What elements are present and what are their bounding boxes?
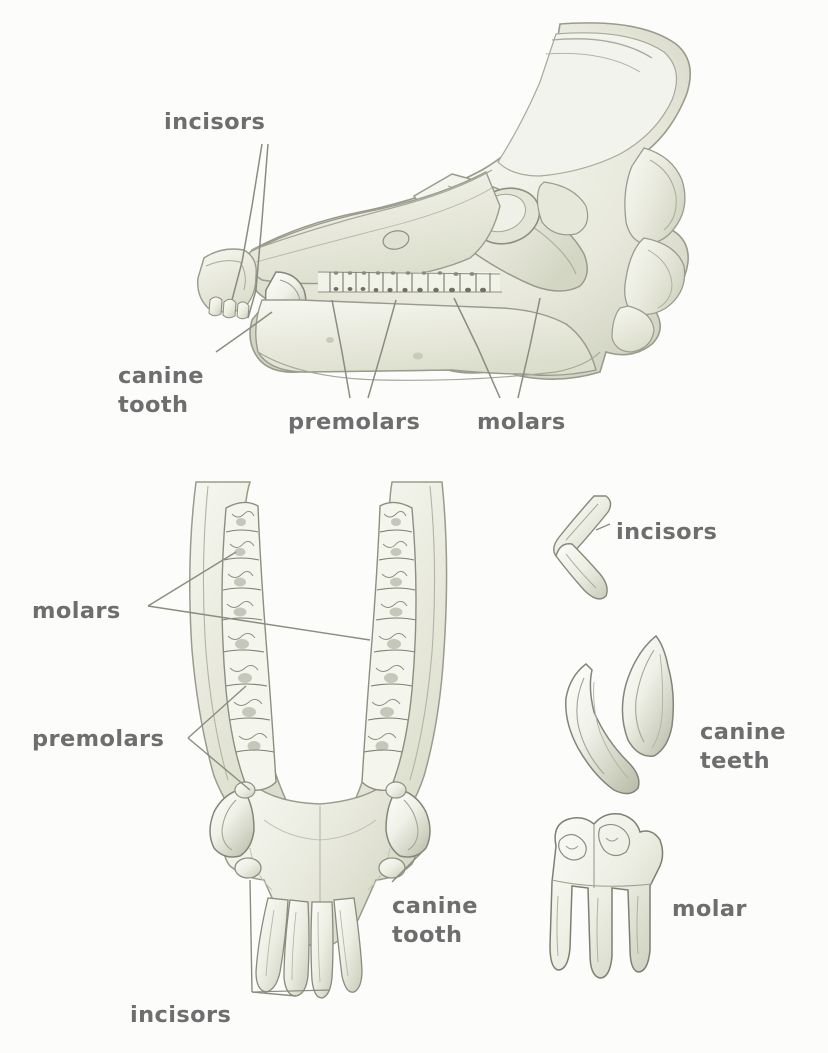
mandible-incisor-fan (255, 897, 363, 999)
isolated-canine-teeth (565, 634, 675, 795)
label-mandible-premolars: premolars (32, 726, 165, 752)
label-skull-incisors: incisors (164, 109, 266, 135)
jugular-process (611, 305, 655, 353)
skull-lateral-drawing (197, 22, 692, 399)
left-ramus-ridge (202, 485, 229, 781)
leader-mol-lower-a (147, 551, 237, 607)
leader-canine-tooth (215, 311, 273, 353)
label-mandible-canine-tooth: canine tooth (392, 893, 478, 949)
isolated-teeth-drawing (549, 495, 675, 979)
leader-pre-lower-b (187, 737, 251, 791)
mandible-right-tooth-row (361, 501, 417, 792)
label-isolated-incisors: incisors (616, 519, 718, 545)
right-alveolar-knob (378, 857, 406, 879)
upper-cheek-tooth-row (317, 271, 502, 293)
leader-premolars-b (367, 299, 397, 399)
isolated-incisors (553, 495, 612, 600)
occipital-process (624, 147, 686, 245)
mandible-left-canine (209, 789, 255, 858)
mental-foramen-1 (326, 337, 334, 343)
symphysis-curve (263, 819, 377, 841)
leader-inc-lower-c (251, 989, 331, 993)
isolated-molar (549, 812, 664, 979)
leader-canine-lower (391, 847, 427, 883)
mental-foramen-2 (413, 352, 423, 360)
leader-inc-right (595, 523, 611, 531)
label-isolated-molar: molar (672, 896, 747, 922)
leader-molars-a (453, 297, 501, 399)
leader-incisors-a (231, 143, 263, 301)
leader-inc-lower-b (251, 991, 297, 997)
temporal-fossa (536, 181, 589, 236)
label-skull-premolars: premolars (288, 409, 421, 435)
crest-line-2 (545, 52, 641, 73)
mandible-superior-drawing (147, 481, 448, 999)
premaxilla-ridge (205, 260, 246, 291)
mandible-lower-edge (257, 351, 601, 381)
cranial-dome (497, 32, 678, 177)
leader-molars-b (517, 297, 541, 399)
label-skull-canine-tooth: canine tooth (118, 363, 204, 419)
mandible-left-tooth-row (221, 501, 277, 792)
leader-incisors-b (247, 143, 269, 319)
label-mandible-molars: molars (32, 598, 121, 624)
left-alveolar-knob (234, 857, 262, 879)
leader-mol-lower-b (147, 605, 371, 641)
nasal-suture (255, 187, 493, 263)
right-upper-knob (385, 781, 407, 799)
left-upper-knob (234, 781, 256, 799)
leader-premolars-a (331, 299, 351, 399)
leader-pre-lower-a (187, 685, 247, 739)
leader-inc-lower-a (249, 879, 253, 993)
flange-ridge (647, 249, 673, 309)
label-skull-molars: molars (477, 409, 566, 435)
sagittal-crest (551, 38, 653, 59)
nasal-bone-line (251, 169, 493, 251)
right-canine-ridge (403, 799, 419, 851)
right-ramus-ridge (409, 485, 436, 781)
label-mandible-incisors: incisors (130, 1002, 232, 1028)
mandible-right-canine (385, 789, 431, 858)
occipital-ridge (649, 159, 677, 231)
infraorbital-foramen (382, 230, 410, 250)
left-canine-ridge (221, 799, 237, 851)
label-isolated-canine-teeth: canine teeth (700, 719, 786, 775)
